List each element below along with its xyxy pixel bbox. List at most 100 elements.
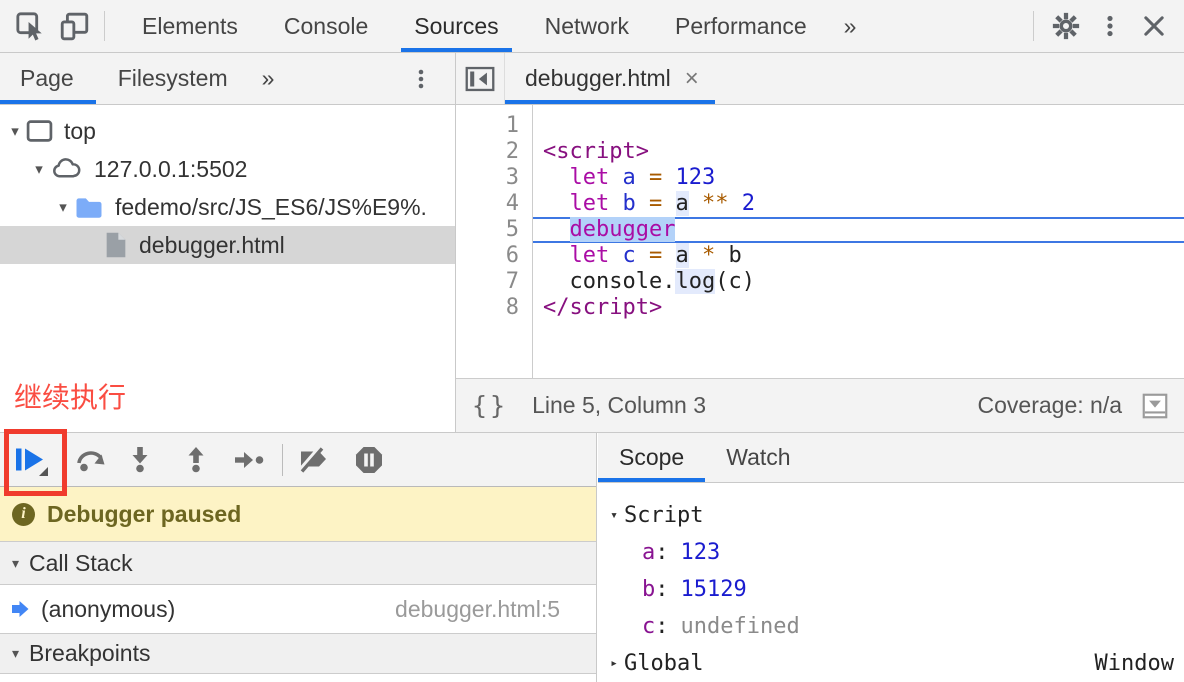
step-out-button[interactable]: [172, 439, 220, 481]
collapse-arrow-icon: ▾: [12, 645, 20, 661]
tab-network[interactable]: Network: [544, 13, 629, 39]
line-number[interactable]: 6: [505, 243, 519, 268]
debugger-paused-label: Debugger paused: [47, 500, 242, 527]
deactivate-breakpoints-button[interactable]: [291, 439, 339, 481]
breakpoints-title: Breakpoints: [29, 640, 151, 666]
separator: :: [655, 540, 669, 565]
line-number[interactable]: 7: [505, 269, 519, 294]
scope-section-value: Window: [1094, 651, 1174, 676]
editor-tab-debugger-html[interactable]: debugger.html ×: [505, 53, 715, 104]
close-devtools-icon[interactable]: [1132, 4, 1176, 48]
pretty-print-icon[interactable]: {}: [472, 391, 509, 420]
toolbar-separator: [104, 11, 105, 41]
scope-variable[interactable]: b : 15129: [598, 571, 1184, 608]
step-button[interactable]: [226, 439, 274, 481]
horizontal-divider[interactable]: [0, 432, 1184, 433]
line-number[interactable]: 4: [505, 191, 519, 216]
expand-arrow-icon[interactable]: ▾: [11, 123, 19, 140]
close-tab-icon[interactable]: ×: [684, 64, 699, 92]
tab-scope-label: Scope: [619, 444, 685, 470]
call-stack-title: Call Stack: [29, 549, 133, 576]
scope-variable[interactable]: a : 123: [598, 534, 1184, 571]
editor-tab-title: debugger.html: [525, 65, 671, 91]
coverage-status: Coverage: n/a: [977, 392, 1122, 418]
tree-item-top[interactable]: ▾ top: [0, 112, 455, 150]
device-toolbar-icon[interactable]: [52, 4, 96, 48]
scope-watch-pane: Scope Watch ▾ Script a : 123 b : 15129 c: [598, 433, 1184, 682]
editor-tabbar: debugger.html ×: [456, 53, 1184, 105]
code-line-2: <script>: [533, 139, 1184, 165]
pause-on-exceptions-button[interactable]: [345, 439, 393, 481]
collapse-arrow-icon[interactable]: ▾: [610, 508, 618, 523]
scope-section-global[interactable]: ▸ Global Window: [598, 645, 1184, 682]
settings-gear-icon[interactable]: [1044, 4, 1088, 48]
tree-item-origin[interactable]: ▾ 127.0.0.1:5502: [0, 150, 455, 188]
tab-page[interactable]: Page: [0, 53, 96, 104]
line-number[interactable]: 3: [505, 165, 519, 190]
tree-item-folder[interactable]: ▾ fedemo/src/JS_ES6/JS%E9%.: [0, 188, 455, 226]
debug-sidebar: i Debugger paused ▾ Call Stack (anonymou…: [0, 433, 597, 682]
code-line-4: let b = a ** 2: [569, 191, 755, 216]
line-number[interactable]: 2: [505, 139, 519, 164]
tab-filesystem[interactable]: Filesystem: [117, 65, 228, 91]
frame-function-name: (anonymous): [41, 595, 176, 622]
code-area[interactable]: <script> let a = 123 let b = a ** 2 debu…: [533, 105, 1184, 378]
call-stack-frame[interactable]: (anonymous) debugger.html:5: [0, 585, 596, 634]
line-number[interactable]: 8: [505, 295, 519, 320]
code-line-6: let c = a * b: [569, 243, 742, 268]
tab-scope[interactable]: Scope: [598, 433, 706, 482]
toolbar-separator: [282, 443, 283, 476]
tree-item-label: top: [64, 117, 96, 144]
expand-arrow-icon[interactable]: ▾: [35, 161, 43, 178]
expand-arrow-icon[interactable]: ▾: [59, 199, 67, 216]
code-editor: 1 2 3 4 5 6 7 8 <script> let a = 123 let…: [456, 105, 1184, 378]
code-line-8: </script>: [543, 295, 663, 320]
tab-sources[interactable]: Sources: [391, 0, 521, 52]
inspect-element-icon[interactable]: [8, 4, 52, 48]
separator: :: [655, 614, 669, 639]
collapse-arrow-icon: ▾: [12, 554, 20, 571]
call-stack-section-header[interactable]: ▾ Call Stack: [0, 542, 596, 585]
breakpoints-section-header[interactable]: ▾ Breakpoints: [0, 634, 596, 674]
more-panels-button[interactable]: »: [843, 13, 857, 39]
main-toolbar: Elements Console Sources Network Perform…: [0, 0, 1184, 53]
devtools-menu-icon[interactable]: [1088, 4, 1132, 48]
tab-performance[interactable]: Performance: [675, 13, 807, 39]
expand-arrow-icon[interactable]: ▸: [610, 656, 618, 671]
hide-navigator-icon[interactable]: [456, 53, 505, 104]
tab-watch[interactable]: Watch: [726, 444, 791, 470]
line-number[interactable]: 5: [505, 217, 519, 242]
scope-variable[interactable]: c : undefined: [598, 608, 1184, 645]
tab-sources-label: Sources: [414, 13, 499, 39]
separator: :: [655, 577, 669, 602]
active-tab-underline: [401, 48, 512, 52]
show-drawer-icon[interactable]: [1140, 391, 1170, 421]
debug-toolbar: [0, 433, 596, 487]
variable-value: 123: [680, 540, 721, 565]
step-into-button[interactable]: [116, 439, 164, 481]
frame-icon: [26, 119, 53, 143]
frame-location[interactable]: debugger.html:5: [395, 595, 560, 622]
selected-debugger-statement: debugger: [569, 217, 676, 242]
scope-section-script[interactable]: ▾ Script: [598, 497, 1184, 534]
variable-name: a: [642, 540, 656, 565]
file-icon: [104, 231, 128, 259]
tab-console[interactable]: Console: [283, 13, 369, 39]
code-token: <script>: [543, 139, 649, 164]
long-press-indicator: [39, 466, 48, 476]
variable-value: 15129: [680, 577, 747, 602]
navigator-menu-icon[interactable]: [399, 57, 443, 101]
step-over-button[interactable]: [68, 439, 116, 481]
scope-section-name: Script: [624, 503, 704, 528]
active-tab-underline: [0, 100, 96, 104]
tree-item-label: debugger.html: [139, 231, 285, 258]
scope-tabbar: Scope Watch: [598, 433, 1184, 483]
tree-item-debugger-html[interactable]: debugger.html: [0, 226, 455, 264]
more-navigator-tabs-button[interactable]: »: [261, 65, 275, 91]
resume-script-button[interactable]: [6, 439, 54, 481]
variable-name: b: [642, 577, 656, 602]
tab-elements[interactable]: Elements: [142, 13, 238, 39]
line-number-gutter: 1 2 3 4 5 6 7 8: [456, 105, 533, 378]
line-number[interactable]: 1: [505, 113, 519, 138]
